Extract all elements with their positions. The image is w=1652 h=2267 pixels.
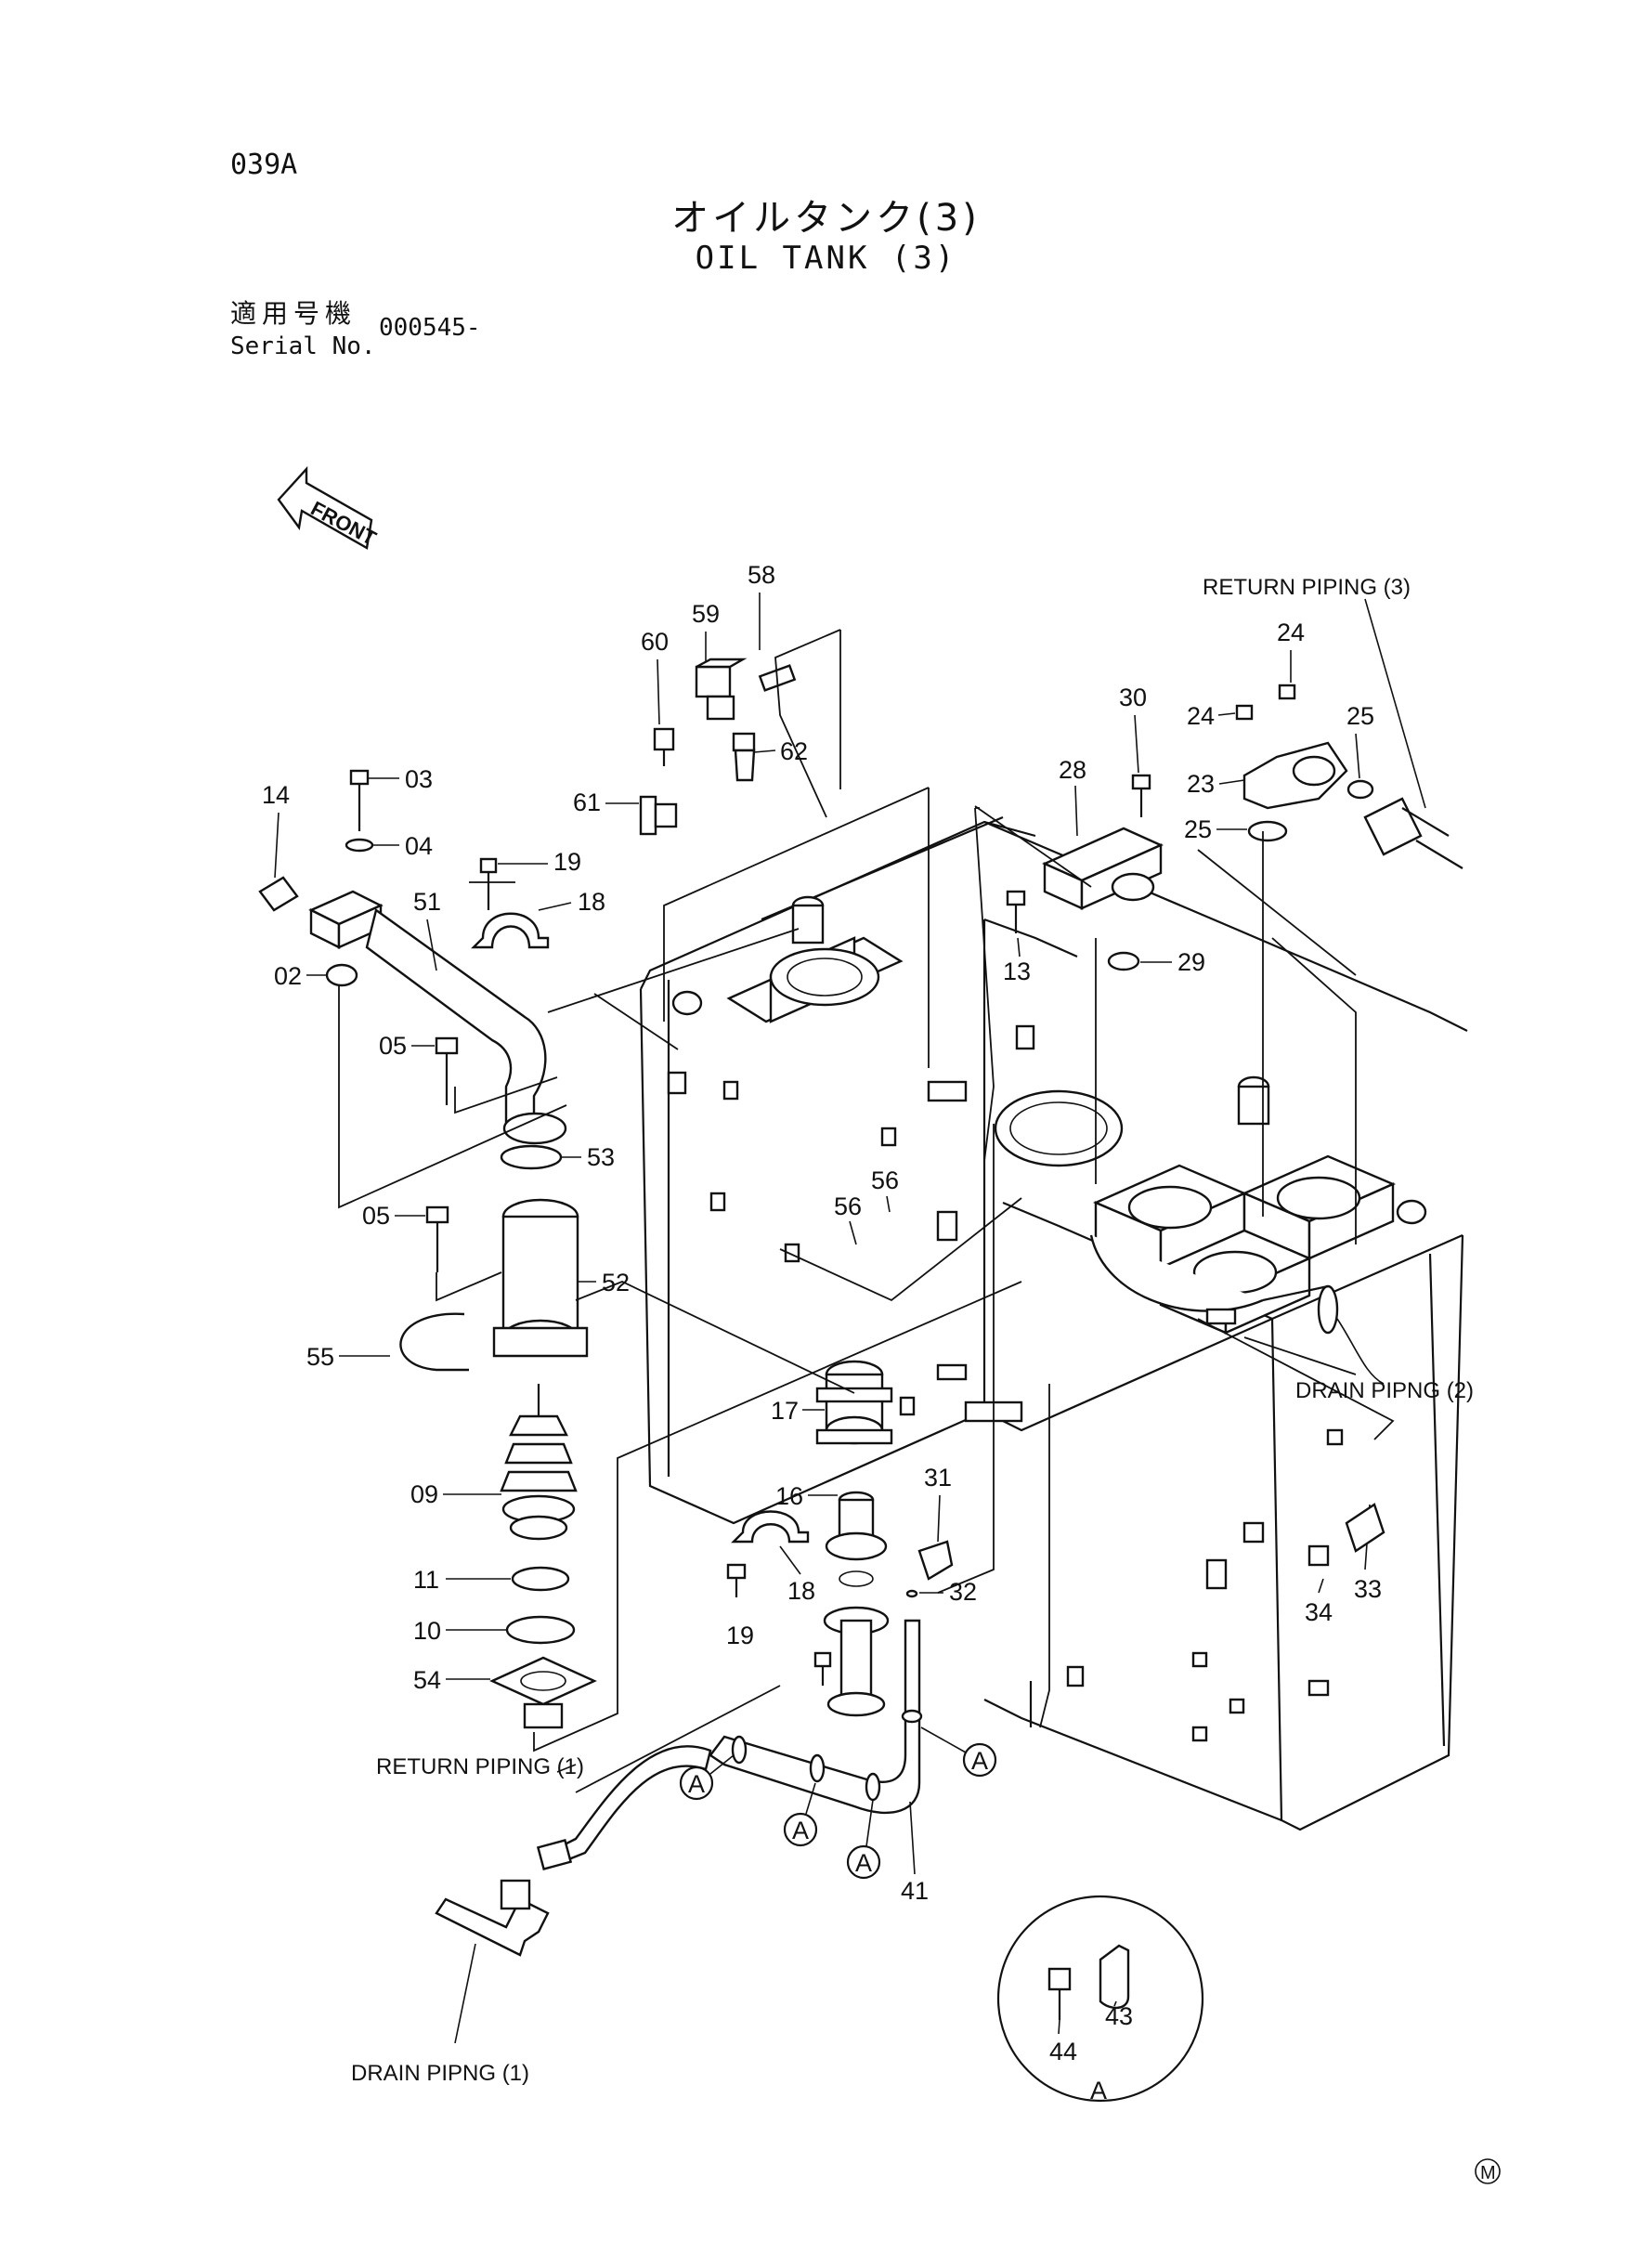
return-manifold-block	[1006, 774, 1164, 971]
part-label: 51	[413, 888, 441, 916]
part-labels: 58 59 60 62 61 14 03 04 19 18 51 02 05 5…	[262, 561, 1385, 2104]
serial-label-japanese: 適用号機	[230, 298, 358, 329]
caption-return-piping-1: RETURN PIPING (1)	[376, 1754, 584, 1779]
part-label: 33	[1354, 1575, 1382, 1603]
part-label: 60	[641, 628, 669, 656]
part-label: A	[688, 1770, 705, 1798]
return-pipe-assembly-left	[258, 769, 597, 1729]
part-label: 34	[1305, 1598, 1333, 1626]
part-label: 25	[1346, 702, 1374, 730]
part-label: 17	[771, 1397, 799, 1425]
part-label: 58	[748, 561, 775, 589]
part-label: 19	[726, 1622, 754, 1649]
caption-leaders	[454, 598, 1426, 2044]
piping-captions: RETURN PIPING (3) RETURN PIPING (1) DRAI…	[351, 575, 1474, 2086]
title-japanese: オイルタンク(3)	[671, 197, 981, 240]
part-label: 19	[553, 848, 581, 876]
part-label: 24	[1187, 702, 1215, 730]
part-label: 09	[410, 1480, 438, 1508]
part-label: A	[855, 1849, 872, 1877]
part-label: 28	[1059, 756, 1086, 784]
detail-view-a	[996, 1895, 1204, 2103]
caption-return-piping-3: RETURN PIPING (3)	[1203, 575, 1411, 600]
part-label: 25	[1184, 815, 1212, 843]
serial-label-english: Serial No.	[230, 332, 376, 360]
part-label: 62	[780, 737, 808, 765]
part-label: 13	[1003, 958, 1031, 985]
part-label: 16	[775, 1482, 803, 1510]
part-label: 10	[413, 1617, 441, 1645]
center-piping-assembly	[435, 1360, 954, 1957]
oil-tank-body	[639, 815, 1468, 1831]
part-label: 29	[1177, 948, 1205, 976]
part-label: 55	[306, 1343, 334, 1371]
serial-number-value: 000545-	[379, 314, 481, 342]
detail-view-label: A	[1090, 2077, 1107, 2104]
assembly-guide-lines	[338, 629, 1395, 1793]
part-label: 04	[405, 832, 433, 860]
part-label: 05	[362, 1202, 390, 1230]
title-english: OIL TANK (3)	[695, 240, 957, 277]
caption-drain-piping-2: DRAIN PIPNG (2)	[1295, 1378, 1474, 1403]
part-label: 02	[274, 962, 302, 990]
part-label: A	[971, 1747, 988, 1775]
part-label: 05	[379, 1032, 407, 1060]
part-label: 23	[1187, 770, 1215, 798]
part-label: 03	[405, 765, 433, 793]
part-label: A	[792, 1817, 809, 1844]
page-code: 039A	[230, 149, 298, 181]
corner-mark-letter: M	[1480, 2163, 1496, 2183]
part-label: 53	[587, 1143, 615, 1171]
part-label: 11	[413, 1566, 439, 1594]
part-label: 44	[1049, 2038, 1077, 2065]
caption-drain-piping-1: DRAIN PIPNG (1)	[351, 2061, 529, 2086]
part-label: 54	[413, 1666, 441, 1694]
part-label: 18	[578, 888, 605, 916]
part-label: 56	[871, 1166, 899, 1194]
part-label: 43	[1105, 2002, 1133, 2030]
part-label: 52	[602, 1269, 630, 1296]
part-label: 18	[787, 1577, 815, 1605]
front-arrow-icon: FRONT	[277, 465, 381, 551]
part-label: 56	[834, 1192, 862, 1220]
corner-mark-icon: M	[1475, 2158, 1501, 2184]
part-label: 61	[573, 788, 601, 816]
solenoid-valve-group	[639, 658, 797, 836]
part-label: 41	[901, 1877, 929, 1905]
part-label: 32	[949, 1578, 977, 1606]
return-piping-3-flange	[1235, 684, 1463, 869]
part-label: 24	[1277, 619, 1305, 646]
part-label: 31	[924, 1464, 952, 1492]
part-label: 30	[1119, 684, 1147, 711]
part-label: 59	[692, 600, 720, 628]
part-label: 14	[262, 781, 290, 809]
